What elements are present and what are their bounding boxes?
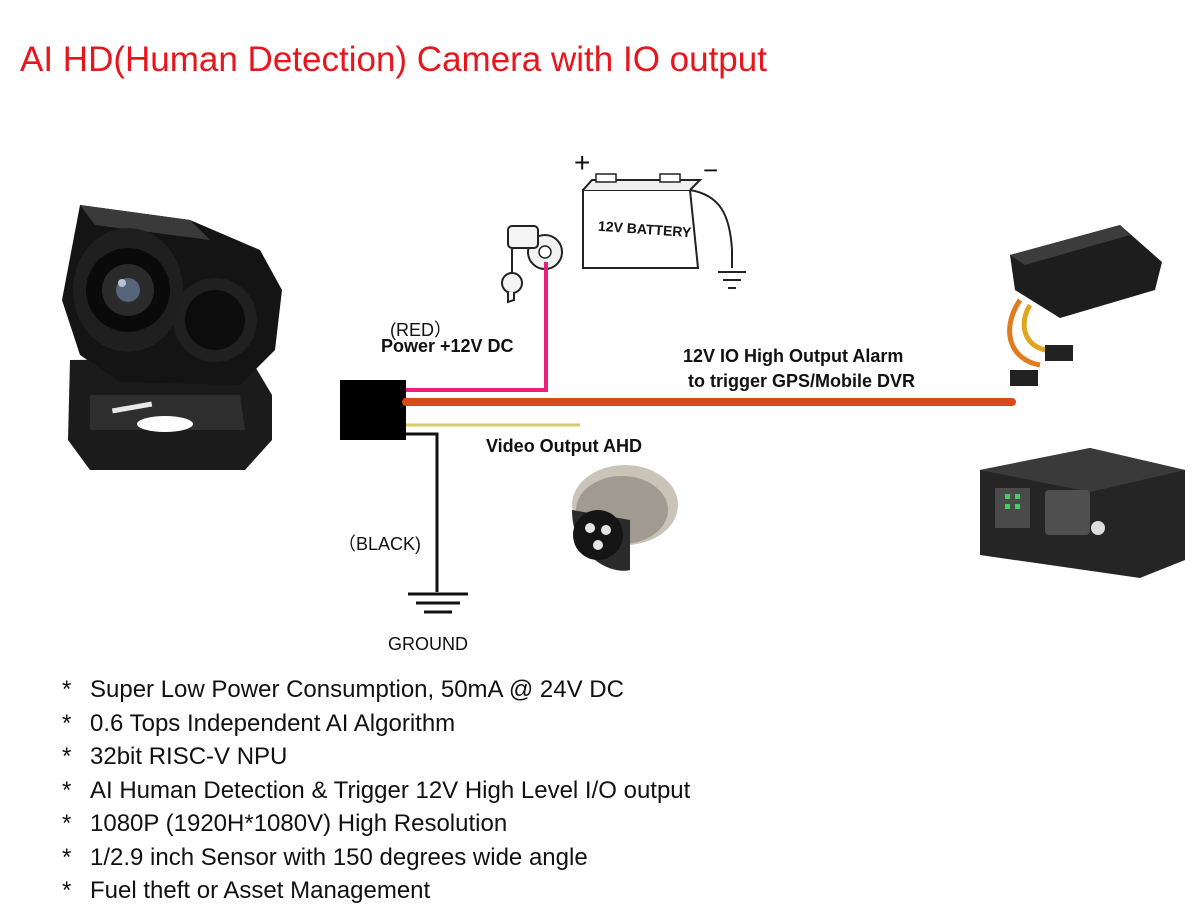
page-title: AI HD(Human Detection) Camera with IO ou…	[20, 40, 767, 79]
list-item: *Super Low Power Consumption, 50mA @ 24V…	[62, 676, 624, 703]
red-power-wire	[406, 262, 548, 392]
power-label: Power +12V DC	[381, 336, 514, 356]
ground-symbol	[408, 592, 468, 614]
gps-tracker-image	[1007, 225, 1162, 386]
battery-plus-sign: +	[574, 147, 591, 178]
feature-list: *Super Low Power Consumption, 50mA @ 24V…	[62, 673, 690, 908]
camera-image	[62, 205, 282, 470]
black-ground-wire	[406, 432, 439, 592]
ground-label: GROUND	[388, 634, 468, 654]
io-alarm-label-line2: to trigger GPS/Mobile DVR	[688, 371, 916, 391]
ignition-key-image	[501, 225, 563, 304]
battery-minus-sign: −	[703, 155, 719, 185]
red-wire-label: (RED）	[390, 320, 452, 340]
list-item: *32bit RISC-V NPU	[62, 743, 288, 770]
ahd-connector-image	[572, 465, 678, 571]
list-item: *AI Human Detection & Trigger 12V High L…	[62, 776, 691, 804]
list-item: *Fuel theft or Asset Management	[62, 877, 431, 904]
list-item: *0.6 Tops Independent AI Algorithm	[62, 709, 456, 737]
wire-junction-box	[340, 380, 406, 440]
list-item: *1080P (1920H*1080V) High Resolution	[62, 810, 508, 837]
mobile-dvr-image	[980, 448, 1185, 578]
battery-image	[582, 173, 746, 289]
io-alarm-label-line1: 12V IO High Output Alarm	[683, 346, 904, 366]
video-output-label: Video Output AHD	[486, 436, 642, 456]
list-item: *1/2.9 inch Sensor with 150 degrees wide…	[62, 843, 588, 871]
black-wire-label: （BLACK)	[338, 534, 422, 554]
